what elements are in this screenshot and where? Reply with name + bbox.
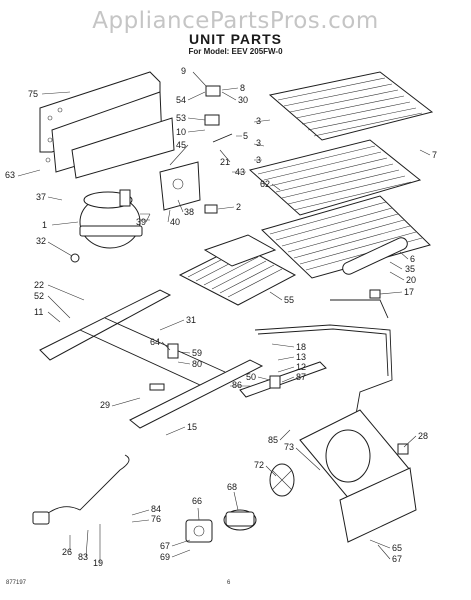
callout-30: 30 — [238, 95, 248, 105]
callout-18: 18 — [296, 342, 306, 352]
callout-6: 6 — [410, 254, 415, 264]
callout-50: 50 — [246, 372, 256, 382]
leader-lines — [17, 71, 431, 563]
callout-83: 83 — [78, 552, 88, 562]
callout-3b: 3 — [256, 138, 261, 148]
power-cord-26 — [32, 454, 130, 525]
callout-80: 80 — [192, 359, 202, 369]
callout-8: 8 — [240, 83, 245, 93]
callout-39: 39 — [136, 217, 146, 227]
callout-2: 2 — [236, 202, 241, 212]
callout-11: 11 — [34, 307, 43, 317]
callout-32: 32 — [36, 236, 46, 246]
callout-10: 10 — [176, 127, 186, 137]
page-number: 6 — [227, 580, 231, 586]
callout-87: 87 — [296, 372, 306, 382]
callout-19: 19 — [93, 558, 103, 568]
defrost-timer-66 — [185, 519, 213, 543]
evaporator-coil-55 — [178, 234, 297, 306]
callout-64: 64 — [150, 337, 160, 347]
watermark: AppliancePartsPros.com — [92, 8, 379, 34]
callout-38: 38 — [184, 207, 194, 217]
relay-bracket-45 — [159, 161, 201, 211]
callout-20: 20 — [406, 275, 416, 285]
callout-67a: 67 — [160, 541, 170, 551]
callout-52: 52 — [34, 291, 44, 301]
callout-59: 59 — [192, 348, 202, 358]
callout-68: 68 — [227, 482, 237, 492]
callout-22: 22 — [34, 280, 44, 290]
condenser-coil — [248, 71, 434, 279]
callout-73: 73 — [284, 442, 294, 452]
callout-55: 55 — [284, 295, 294, 305]
callout-75: 75 — [28, 89, 38, 99]
callout-13: 13 — [296, 352, 306, 362]
callout-1: 1 — [42, 220, 47, 230]
callout-63: 63 — [5, 170, 15, 180]
back-panel-75 — [39, 71, 175, 179]
callout-7: 7 — [432, 150, 437, 160]
filter-drier-35 — [342, 237, 408, 275]
callout-67b: 67 — [392, 554, 402, 564]
callout-29: 29 — [100, 400, 110, 410]
callout-35: 35 — [405, 264, 415, 274]
callout-53: 53 — [176, 113, 186, 123]
callout-85: 85 — [268, 435, 278, 445]
callout-28: 28 — [418, 431, 428, 441]
callout-15: 15 — [187, 422, 197, 432]
callout-45: 45 — [176, 140, 186, 150]
footer-code: 877197 — [6, 580, 27, 586]
callout-26: 26 — [62, 547, 72, 557]
callout-3a: 3 — [256, 116, 261, 126]
callout-numbers: 75 9 8 54 30 3 53 10 5 3 45 21 3 7 43 63… — [5, 66, 437, 568]
callout-86: 86 — [232, 380, 242, 390]
callout-9: 9 — [181, 66, 186, 76]
callout-62: 62 — [260, 179, 270, 189]
callout-72: 72 — [254, 460, 264, 470]
misc-hardware — [70, 85, 409, 455]
model-line: For Model: EEV 205FW-0 — [188, 47, 283, 56]
base-frame-31 — [39, 289, 327, 429]
diagram-title: UNIT PARTS — [189, 31, 282, 47]
fan-blade-72 — [269, 463, 295, 497]
callout-66: 66 — [192, 496, 202, 506]
callout-40: 40 — [170, 217, 180, 227]
callout-37: 37 — [36, 192, 46, 202]
callout-84: 84 — [151, 504, 161, 514]
fan-motor-68 — [223, 509, 257, 531]
callout-65: 65 — [392, 543, 402, 553]
fan-shroud-73 — [299, 409, 417, 543]
callout-21: 21 — [220, 157, 230, 167]
callout-17: 17 — [404, 287, 414, 297]
callout-69: 69 — [160, 552, 170, 562]
callout-76: 76 — [151, 514, 161, 524]
callout-31: 31 — [186, 315, 196, 325]
callout-54: 54 — [176, 95, 186, 105]
condenser-tubing-18 — [254, 299, 393, 421]
callout-12: 12 — [296, 362, 306, 372]
callout-5: 5 — [243, 131, 248, 141]
